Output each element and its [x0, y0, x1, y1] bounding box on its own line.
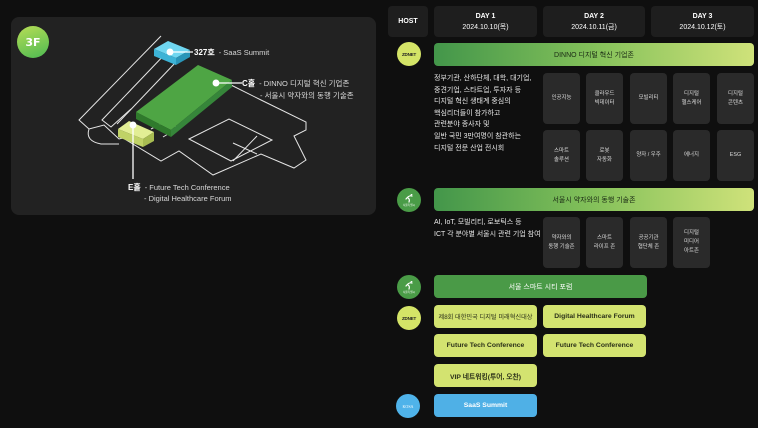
tile-mobility[interactable]: 모빌리티 [630, 73, 667, 124]
tile-robot-automation[interactable]: 로봇 자동화 [586, 130, 623, 181]
day1-date: 2024.10.10(목) [462, 23, 509, 31]
tile-cloud-bigdata[interactable]: 클라우드 빅데이터 [586, 73, 623, 124]
future-tech-day1-event[interactable]: Future Tech Conference [434, 334, 537, 357]
tile-ai[interactable]: 인공지능 [543, 73, 580, 124]
seoul-tech-zone-bar[interactable]: 서울시 약자와의 동행 기술존 [434, 188, 754, 211]
healthcare-forum-event[interactable]: Digital Healthcare Forum [543, 305, 646, 328]
day2-header: DAY 2 2024.10.11(금) [543, 6, 645, 37]
smart-city-forum-bar[interactable]: 서울 스마트 시티 포럼 [434, 275, 647, 298]
tile-digital-healthcare[interactable]: 디지털 헬스케어 [673, 73, 710, 124]
saas-summit-event[interactable]: SaaS Summit [434, 394, 537, 417]
dinno-zone-bar[interactable]: DINNO 디지털 혁신 기업존 [434, 43, 754, 66]
day1-header: DAY 1 2024.10.10(목) [434, 6, 537, 37]
day3-label: DAY 3 [692, 12, 713, 20]
hall-c-block [136, 65, 232, 137]
zdnet-logo-2: ZDNET [397, 306, 421, 330]
seoul-symbol-icon [405, 280, 413, 290]
hall-e-label: E홀- Future Tech Conference [128, 182, 230, 193]
seoul-tech-description: AI, IoT, 모빌리티, 로보틱스 등 ICT 각 분야별 서울시 관련 기… [434, 219, 541, 238]
kosa-logo: KOSA [396, 394, 420, 418]
vip-networking-event[interactable]: VIP 네트워킹(투어, 오찬) [434, 364, 537, 387]
day2-date: 2024.10.11(금) [571, 23, 617, 31]
host-header: HOST [388, 6, 428, 37]
day3-date: 2024.10.12(토) [679, 23, 726, 31]
hall-e-item-2: - Digital Healthcare Forum [144, 194, 232, 203]
room-327-name: 327호 [194, 48, 215, 57]
future-tech-day2-event[interactable]: Future Tech Conference [543, 334, 646, 357]
hall-c-item: - DINNO 디지털 혁신 기업존 [259, 79, 350, 88]
tile-digital-contents[interactable]: 디지털 콘텐츠 [717, 73, 754, 124]
tile-quantum-space[interactable]: 양자 / 우주 [630, 130, 667, 181]
tile-energy[interactable]: 에너지 [673, 130, 710, 181]
seoul-city-logo-2: 서울특별시 [397, 275, 421, 299]
tile-smart-life[interactable]: 스마트 라이프 존 [586, 217, 623, 268]
dinno-zone-label: DINNO 디지털 혁신 기업존 [554, 51, 634, 59]
hall-e-block [118, 121, 154, 147]
hall-c-name: C홀 [242, 79, 256, 88]
day2-label: DAY 2 [584, 12, 604, 20]
floor-badge: 3F [17, 26, 49, 58]
tile-smart-solution[interactable]: 스마트 솔루션 [543, 130, 580, 181]
room-327-item: - SaaS Summit [218, 48, 270, 57]
tile-digital-media-art[interactable]: 디지털 미디어 아트존 [673, 217, 710, 268]
dinno-description: 정부기관, 산하단체, 대학, 대기업, 중견기업, 스타트업, 투자자 등 디… [434, 75, 532, 152]
seoul-city-logo: 서울특별시 [397, 188, 421, 212]
floor-map-panel: 3F [11, 17, 376, 215]
floor-plan-diagram [78, 35, 307, 179]
hall-e-name: E홀 [128, 183, 141, 192]
zdnet-logo: ZDNET [397, 42, 421, 66]
hall-c-item-2: - 서울시 약자와의 동행 기술존 [260, 91, 354, 100]
tile-public-agency[interactable]: 공공기관 협단체 존 [630, 217, 667, 268]
seoul-tech-zone-label: 서울시 약자와의 동행 기술존 [552, 196, 636, 204]
smart-city-forum-label: 서울 스마트 시티 포럼 [508, 283, 573, 291]
room-327-label: 327호- SaaS Summit [194, 47, 269, 58]
day1-label: DAY 1 [475, 12, 496, 20]
tile-esg[interactable]: ESG [717, 130, 754, 181]
day3-header: DAY 3 2024.10.12(토) [651, 6, 754, 37]
host-header-label: HOST [398, 18, 418, 25]
award-event[interactable]: 제8회 대한민국 디지털 미래혁신대상 [434, 305, 537, 328]
tile-companion-tech[interactable]: 약자와의 동행 기술존 [543, 217, 580, 268]
seoul-symbol-icon [405, 193, 413, 203]
hall-c-label: C홀- DINNO 디지털 혁신 기업존 [242, 78, 349, 89]
hall-e-item: - Future Tech Conference [144, 183, 230, 192]
